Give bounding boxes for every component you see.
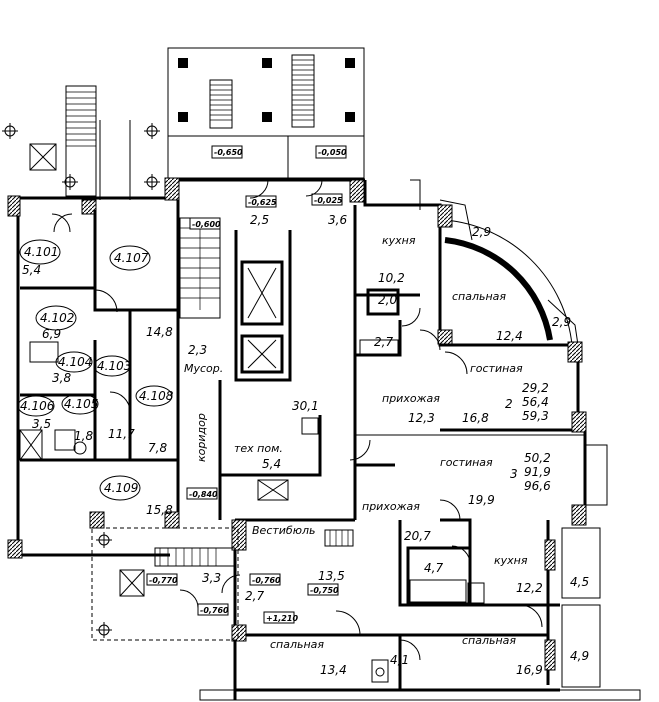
room-label: тех пом. <box>234 442 283 455</box>
room-label: кухня <box>494 554 528 567</box>
room-area: 13,5 <box>318 569 345 583</box>
room-area: 6,9 <box>42 327 61 341</box>
apartment-area: 29,2 <box>522 381 549 395</box>
room-area: 2,7 <box>374 335 393 349</box>
room-label: прихожая <box>382 392 440 405</box>
room-area: 5,4 <box>262 457 281 471</box>
apartment-area: 50,2 <box>524 451 551 465</box>
room-label: кухня <box>382 234 416 247</box>
room-area: 1,8 <box>74 429 93 443</box>
room-area: 3,8 <box>52 371 71 385</box>
room-code: 4.106 <box>20 399 55 413</box>
room-code: 4.104 <box>58 355 92 369</box>
level-mark: -0,760 <box>252 576 281 585</box>
level-mark: -0,770 <box>149 576 178 585</box>
room-area: 19,9 <box>468 493 495 507</box>
room-area: 2,9 <box>552 315 571 329</box>
lower-terrace <box>91 527 354 641</box>
top-terrace <box>167 47 365 179</box>
room-area: 13,4 <box>320 663 347 677</box>
room-area: 4,1 <box>390 653 409 667</box>
room-label: коридор <box>195 413 208 462</box>
stair-core <box>179 217 292 382</box>
level-mark: -0,650 <box>214 148 243 157</box>
room-label: гостиная <box>440 456 493 469</box>
level-mark: +1,210 <box>266 614 298 623</box>
right-interior <box>218 288 485 683</box>
level-markers: -0,650 -0,050 -0,625 -0,025 -0,600 -0,84… <box>146 145 347 624</box>
bay-window <box>439 199 579 346</box>
room-label: Мусор. <box>184 362 223 375</box>
room-label: спальная <box>270 638 324 651</box>
apartment-area: 91,9 <box>524 465 551 479</box>
right-balconies <box>199 179 641 701</box>
room-area: 20,7 <box>404 529 431 543</box>
outer-walls <box>16 178 587 700</box>
room-code: 4.107 <box>114 251 149 265</box>
room-code: 4.103 <box>97 359 131 373</box>
room-code: 4.101 <box>24 245 58 259</box>
room-area: 16,9 <box>516 663 543 677</box>
room-area: 2,7 <box>245 589 264 603</box>
level-mark: -0,025 <box>314 196 343 205</box>
room-code: 4.102 <box>40 311 74 325</box>
room-area: 2,5 <box>250 213 269 227</box>
room-area: 2,0 <box>378 293 397 307</box>
room-area: 16,8 <box>462 411 489 425</box>
room-area: 4,5 <box>570 575 589 589</box>
room-area: 12,4 <box>496 329 523 343</box>
room-code: 4.108 <box>139 389 174 403</box>
door-swings <box>51 179 543 661</box>
room-label: прихожая <box>362 500 420 513</box>
level-mark: -0,600 <box>192 220 221 229</box>
level-mark: -0,760 <box>200 606 229 615</box>
room-area: 10,2 <box>378 271 405 285</box>
apartment-number: 3 <box>510 467 518 481</box>
level-mark: -0,050 <box>318 148 347 157</box>
apartment-area: 96,6 <box>524 479 551 493</box>
room-area: 14,8 <box>146 325 173 339</box>
room-area: 4,9 <box>570 649 589 663</box>
room-area: 12,3 <box>408 411 435 425</box>
room-label: Вестибюль <box>252 524 315 537</box>
left-room-codes: 4.101 5,4 4.107 14,8 4.102 6,9 4.104 3,8… <box>17 239 174 517</box>
room-area: 11,7 <box>108 427 135 441</box>
room-area: 2,3 <box>188 343 207 357</box>
apartment-area: 56,4 <box>522 395 549 409</box>
room-area: 15,8 <box>146 503 173 517</box>
room-area: 5,4 <box>22 263 41 277</box>
room-area: 30,1 <box>292 399 319 413</box>
room-area: 4,7 <box>424 561 443 575</box>
level-mark: -0,625 <box>248 198 277 207</box>
room-label: гостиная <box>470 362 523 375</box>
room-label: спальная <box>452 290 506 303</box>
apartment-area: 59,3 <box>522 409 549 423</box>
room-area: 7,8 <box>148 441 167 455</box>
room-label: спальная <box>462 634 516 647</box>
room-area: 2,9 <box>472 225 491 239</box>
left-interior <box>19 210 178 462</box>
wall-columns <box>7 177 587 671</box>
room-area: 3,6 <box>328 213 347 227</box>
apartment-number: 2 <box>505 397 513 411</box>
room-area: 12,2 <box>516 581 543 595</box>
room-labels: 2,5 3,6 кухня 10,2 2,0 2,7 2,9 2,9 спаль… <box>148 213 589 677</box>
level-mark: -0,750 <box>310 586 339 595</box>
room-area: 3,3 <box>202 571 221 585</box>
room-area: 3,5 <box>32 417 51 431</box>
room-code: 4.105 <box>64 397 98 411</box>
left-entrance <box>2 85 160 200</box>
room-code: 4.109 <box>104 481 138 495</box>
level-mark: -0,840 <box>189 490 218 499</box>
